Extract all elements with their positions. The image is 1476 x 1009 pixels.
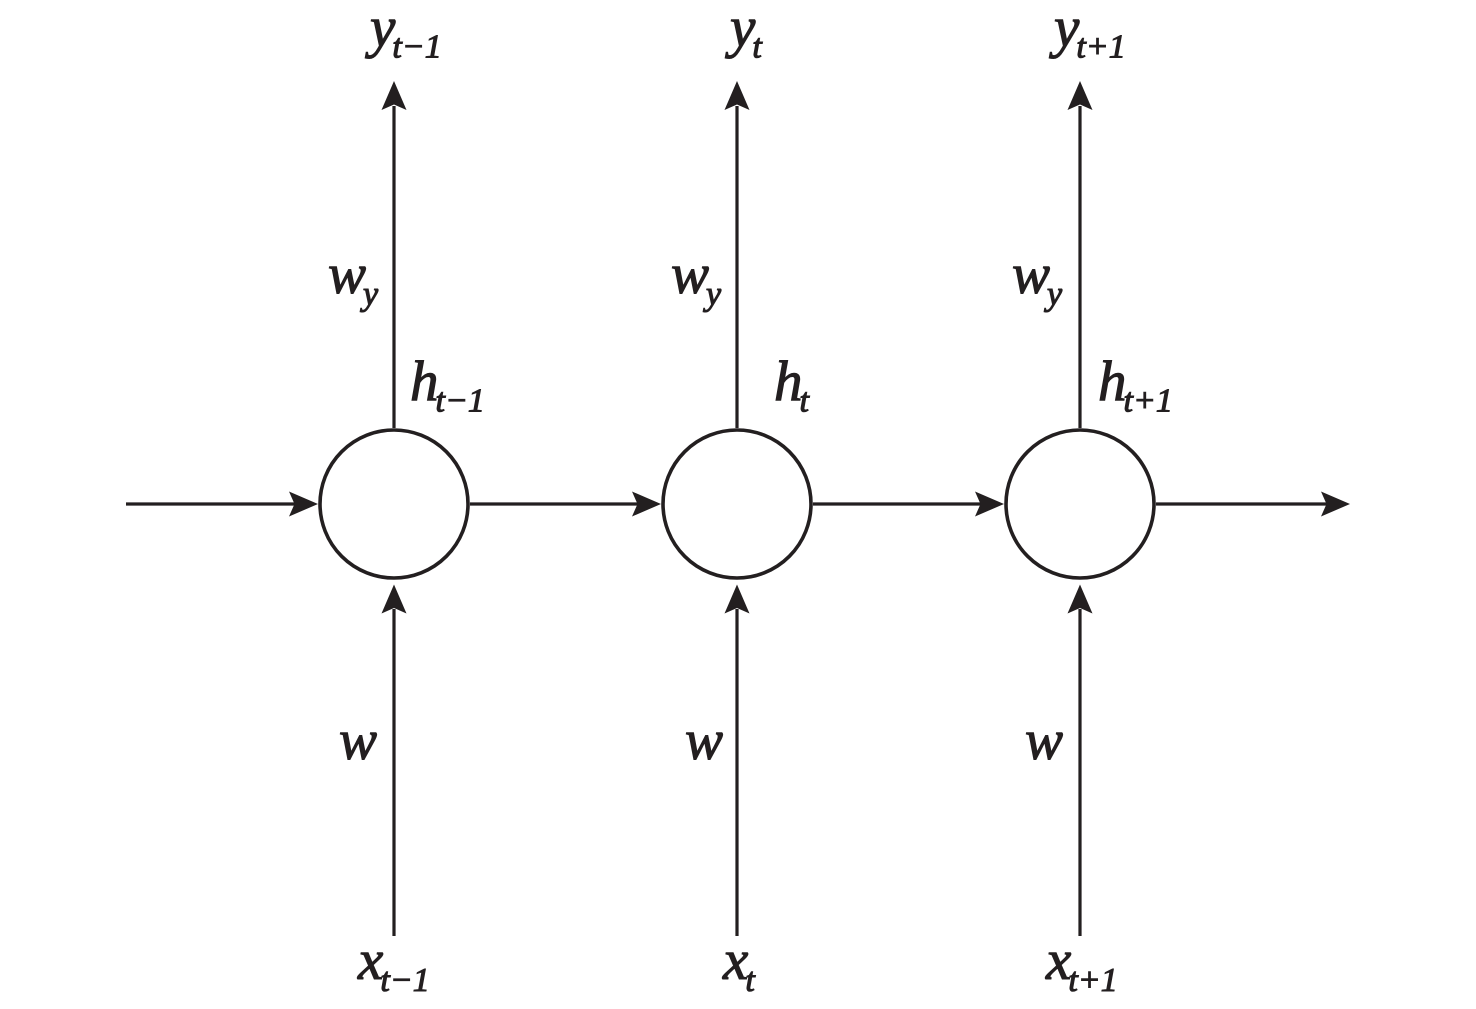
svg-text:w: w xyxy=(339,709,377,772)
svg-text:w: w xyxy=(1025,709,1063,772)
svg-text:w: w xyxy=(685,709,723,772)
svg-text:xt+1: xt+1 xyxy=(1045,929,1118,999)
svg-text:xt: xt xyxy=(722,929,756,999)
svg-text:wy: wy xyxy=(671,243,722,313)
